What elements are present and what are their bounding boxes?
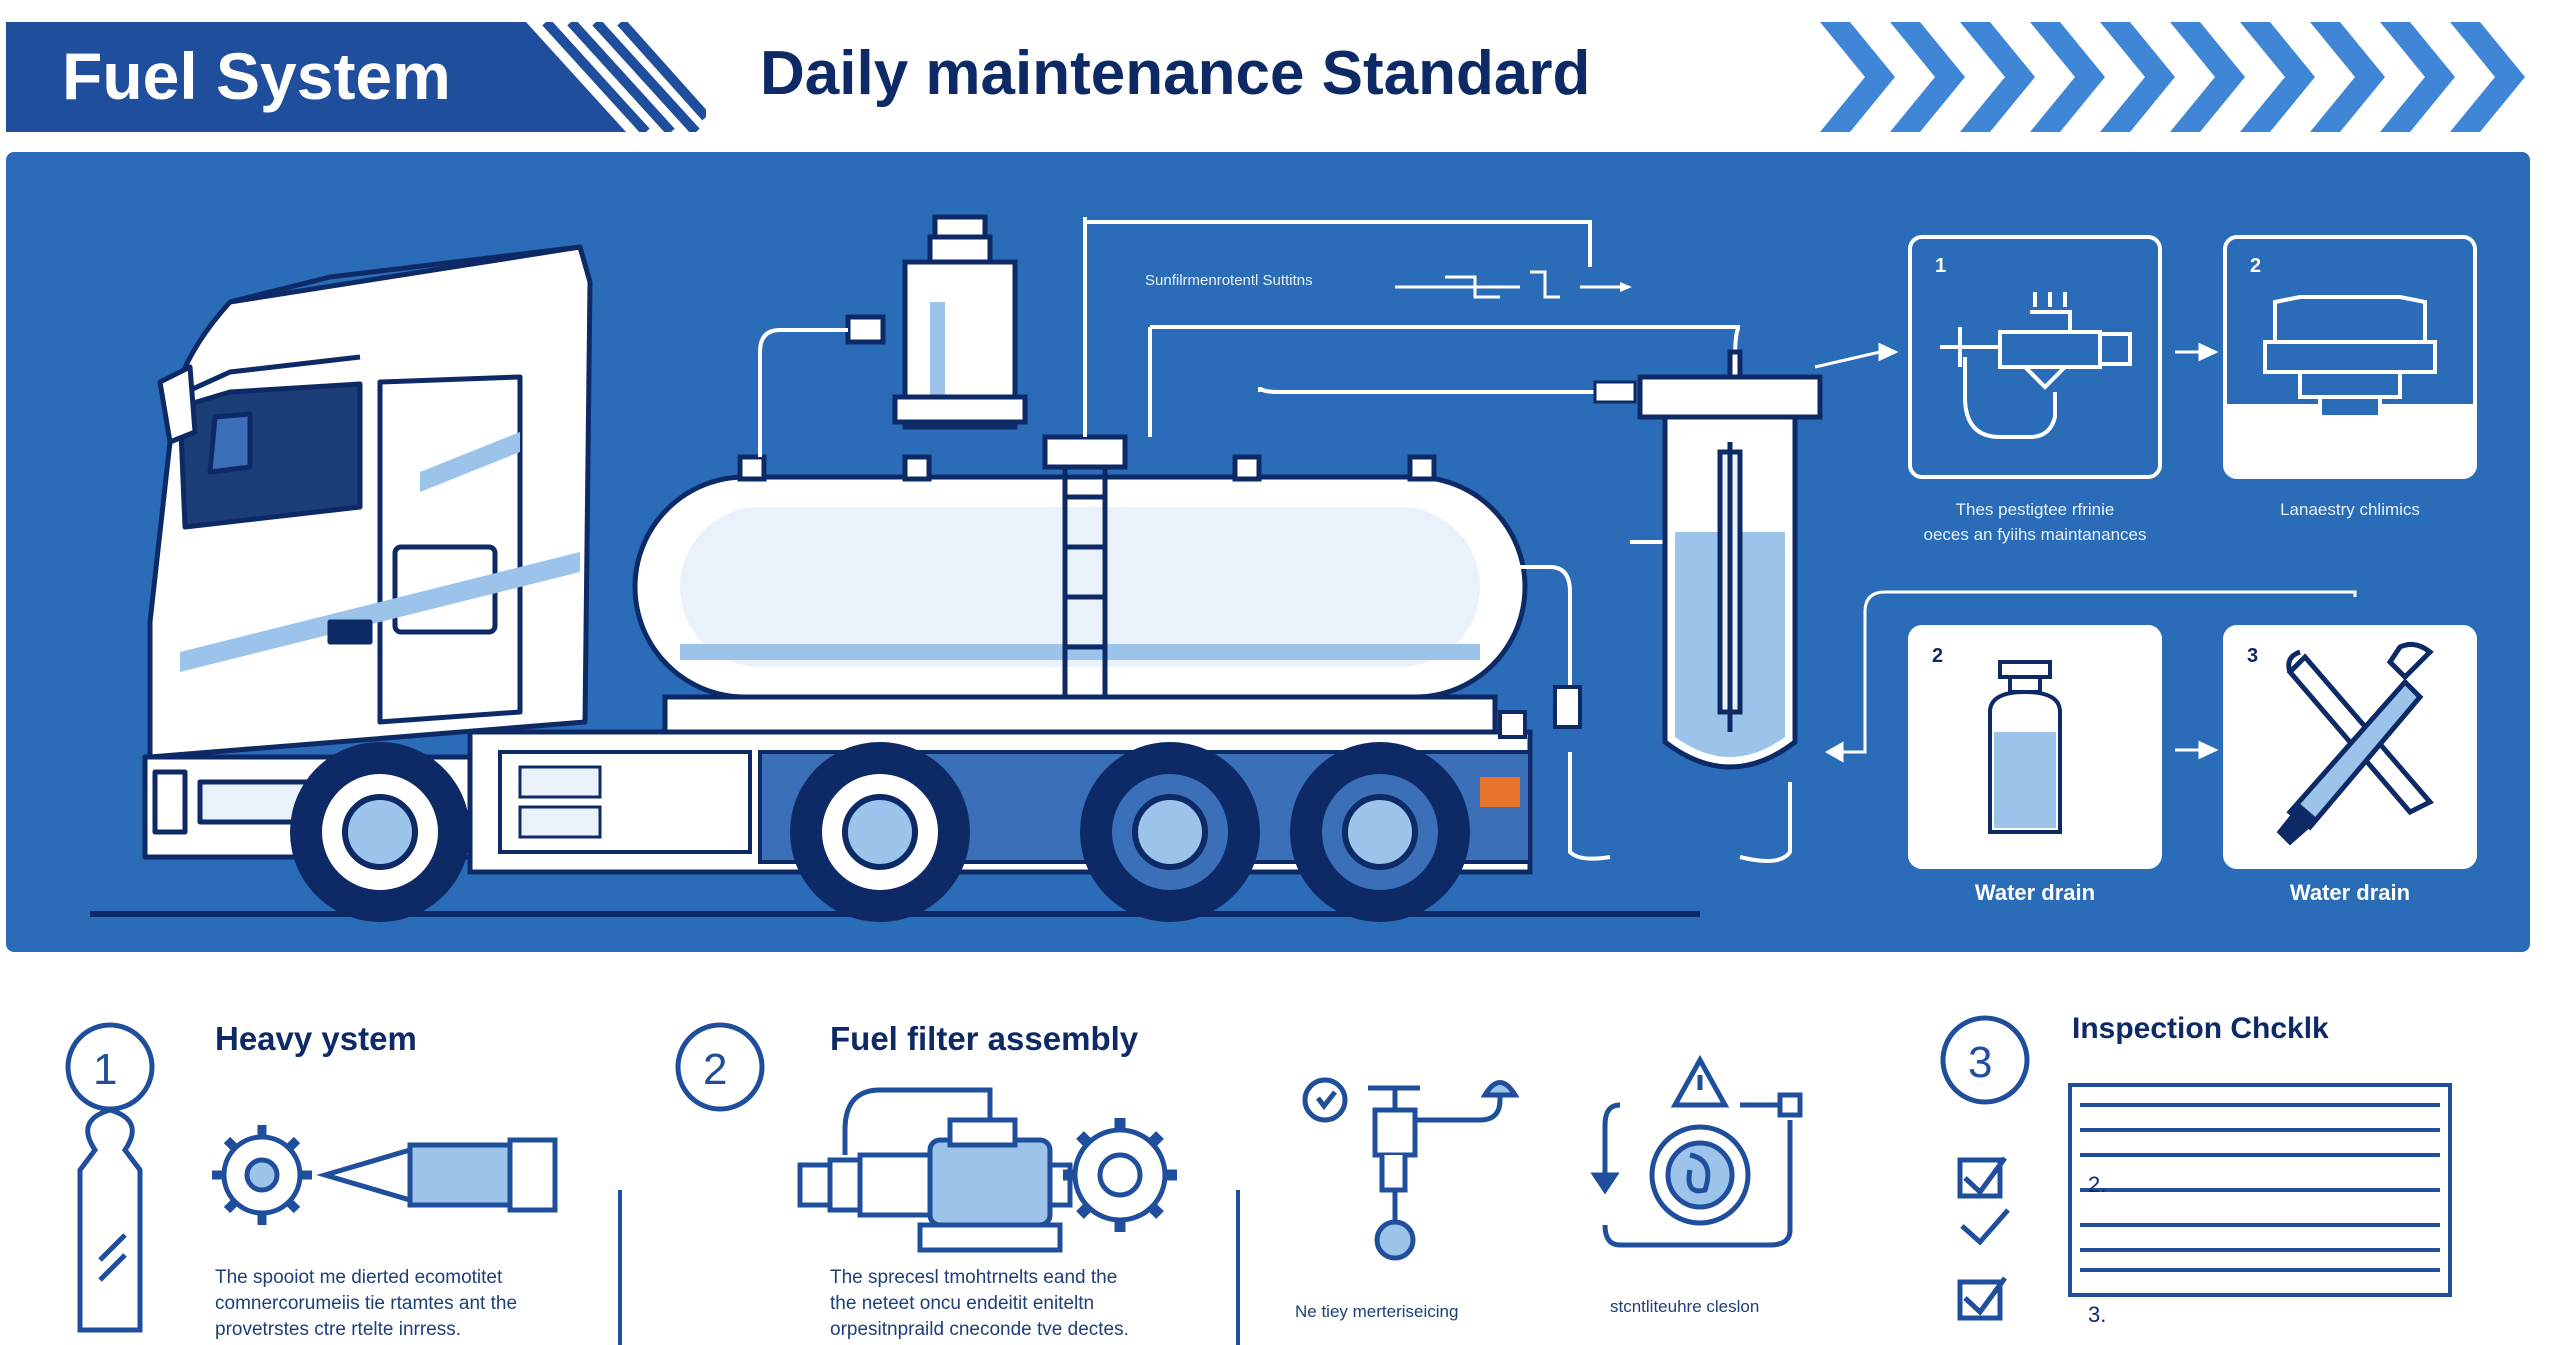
section-1-number: 1 — [93, 1045, 118, 1094]
tail-light-icon — [1480, 777, 1520, 807]
warning-cycle-icon — [1590, 1054, 1803, 1248]
step-card-2 — [2223, 235, 2477, 479]
section-2-number: 2 — [703, 1045, 728, 1094]
valve-caption: Ne tiey merteriseicing — [1295, 1302, 1459, 1321]
step-3-caption: Water drain — [1974, 880, 2096, 905]
cog-icon — [1063, 1118, 1177, 1232]
step-card-1 — [1908, 235, 2162, 479]
step-1-caption-line1: Thes pestigtee rfrinie — [1955, 500, 2115, 519]
fuel-tank-icon — [632, 434, 1528, 735]
drain-bottle-icon — [1988, 660, 2062, 834]
step-4-number: 3 — [2247, 645, 2259, 667]
checklist-lines — [2068, 1083, 2452, 1297]
checklist-item-3: 3. — [2088, 1302, 2107, 1327]
bottom-section-graphics — [65, 1015, 2452, 1345]
chevron-arrows-decoration — [1820, 22, 2525, 132]
fuel-filter-assembly-icon — [797, 1087, 1073, 1253]
filter-element-icon — [77, 1107, 143, 1333]
page-subtitle: Daily maintenance Standard — [760, 39, 1591, 108]
section-3-number-circle — [1940, 1015, 2030, 1105]
step-2-number: 2 — [2250, 255, 2262, 277]
water-separator-icon — [1637, 349, 1823, 770]
title-banner — [6, 22, 706, 132]
step-1-number: 1 — [1935, 255, 1947, 277]
checklist-item-2: 2. — [2088, 1172, 2107, 1197]
step-2-caption: Lanaestry chlimics — [2280, 500, 2420, 519]
section-1-title: Heavy ystem — [215, 1020, 417, 1057]
truck-wheels-icon — [290, 742, 1470, 922]
section-2-title: Fuel filter assembly — [830, 1020, 1139, 1057]
warning-caption: stcntliteuhre cleslon — [1610, 1297, 1760, 1316]
valve-tap-icon — [1940, 292, 2132, 439]
filter-cap-icon — [2263, 295, 2437, 419]
pipe-label: Sunfilrmenrotentl Suttitns — [1145, 272, 1313, 289]
gear-icon — [212, 1125, 312, 1225]
step-1-caption-line2: oeces an fyiihs maintanances — [1923, 525, 2147, 544]
drain-valve-icon — [1302, 1077, 1520, 1261]
tools-icon — [2276, 641, 2434, 846]
step-4-caption: Water drain — [2289, 880, 2411, 905]
section-3-number: 3 — [1968, 1038, 1993, 1087]
checklist-icons — [1957, 1156, 2010, 1321]
injector-nozzle-icon — [316, 1137, 558, 1213]
checklist-title: Inspection Chcklk — [2072, 1012, 2329, 1045]
step-3-number: 2 — [1932, 645, 1944, 667]
primary-filter-icon — [845, 214, 1028, 430]
section-2-number-circle — [675, 1022, 765, 1112]
page-title: Fuel System — [62, 39, 451, 113]
section-1-description: The spooiot me dierted ecomotitet comner… — [215, 1267, 518, 1340]
section-2-description: The sprecesl tmohtrnelts eand the the ne… — [830, 1267, 1129, 1340]
fuel-system-diagram — [90, 214, 2477, 922]
